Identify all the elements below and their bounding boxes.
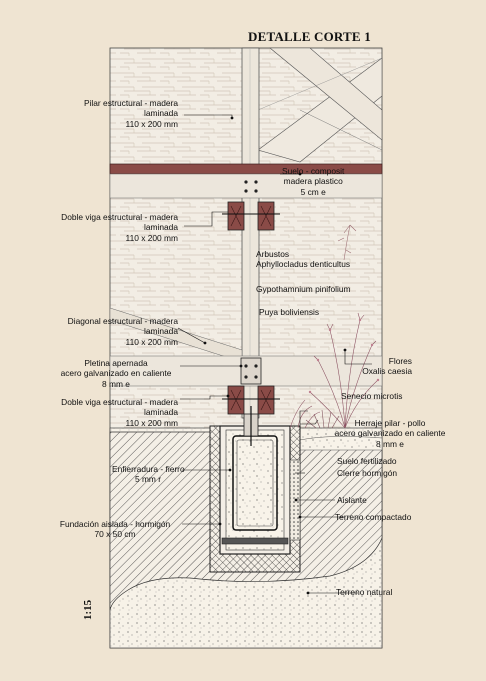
leader-dots: [203, 116, 347, 595]
label-terreno-compactado: Terreno compactado: [335, 512, 412, 522]
flower-dots: [308, 318, 380, 394]
label-terreno-natural: Terreno natural: [336, 587, 393, 597]
compacted-terrain: [109, 431, 383, 611]
label-senecio: Senecio microtis: [341, 391, 403, 401]
label-cierre-hormigon: Cierre hormigón: [337, 468, 398, 478]
insulation-base: [221, 537, 289, 545]
label-puya: Puya boliviensis: [259, 307, 320, 317]
leader-lines: [177, 114, 372, 594]
label-gypothamnium: Gypothamnium pinifolium: [256, 284, 351, 294]
bolted-steel-plate: [240, 357, 262, 385]
label-aislante: Aislante: [337, 495, 367, 505]
drawing-scale: 1:15: [82, 599, 94, 620]
label-suelo-fertilizado: Suelo fertilizado: [337, 456, 397, 466]
fertilized-soil: [299, 436, 383, 451]
diagonal-braces-upper: [257, 47, 383, 163]
drawing-title: DETALLE CORTE 1: [248, 29, 371, 44]
